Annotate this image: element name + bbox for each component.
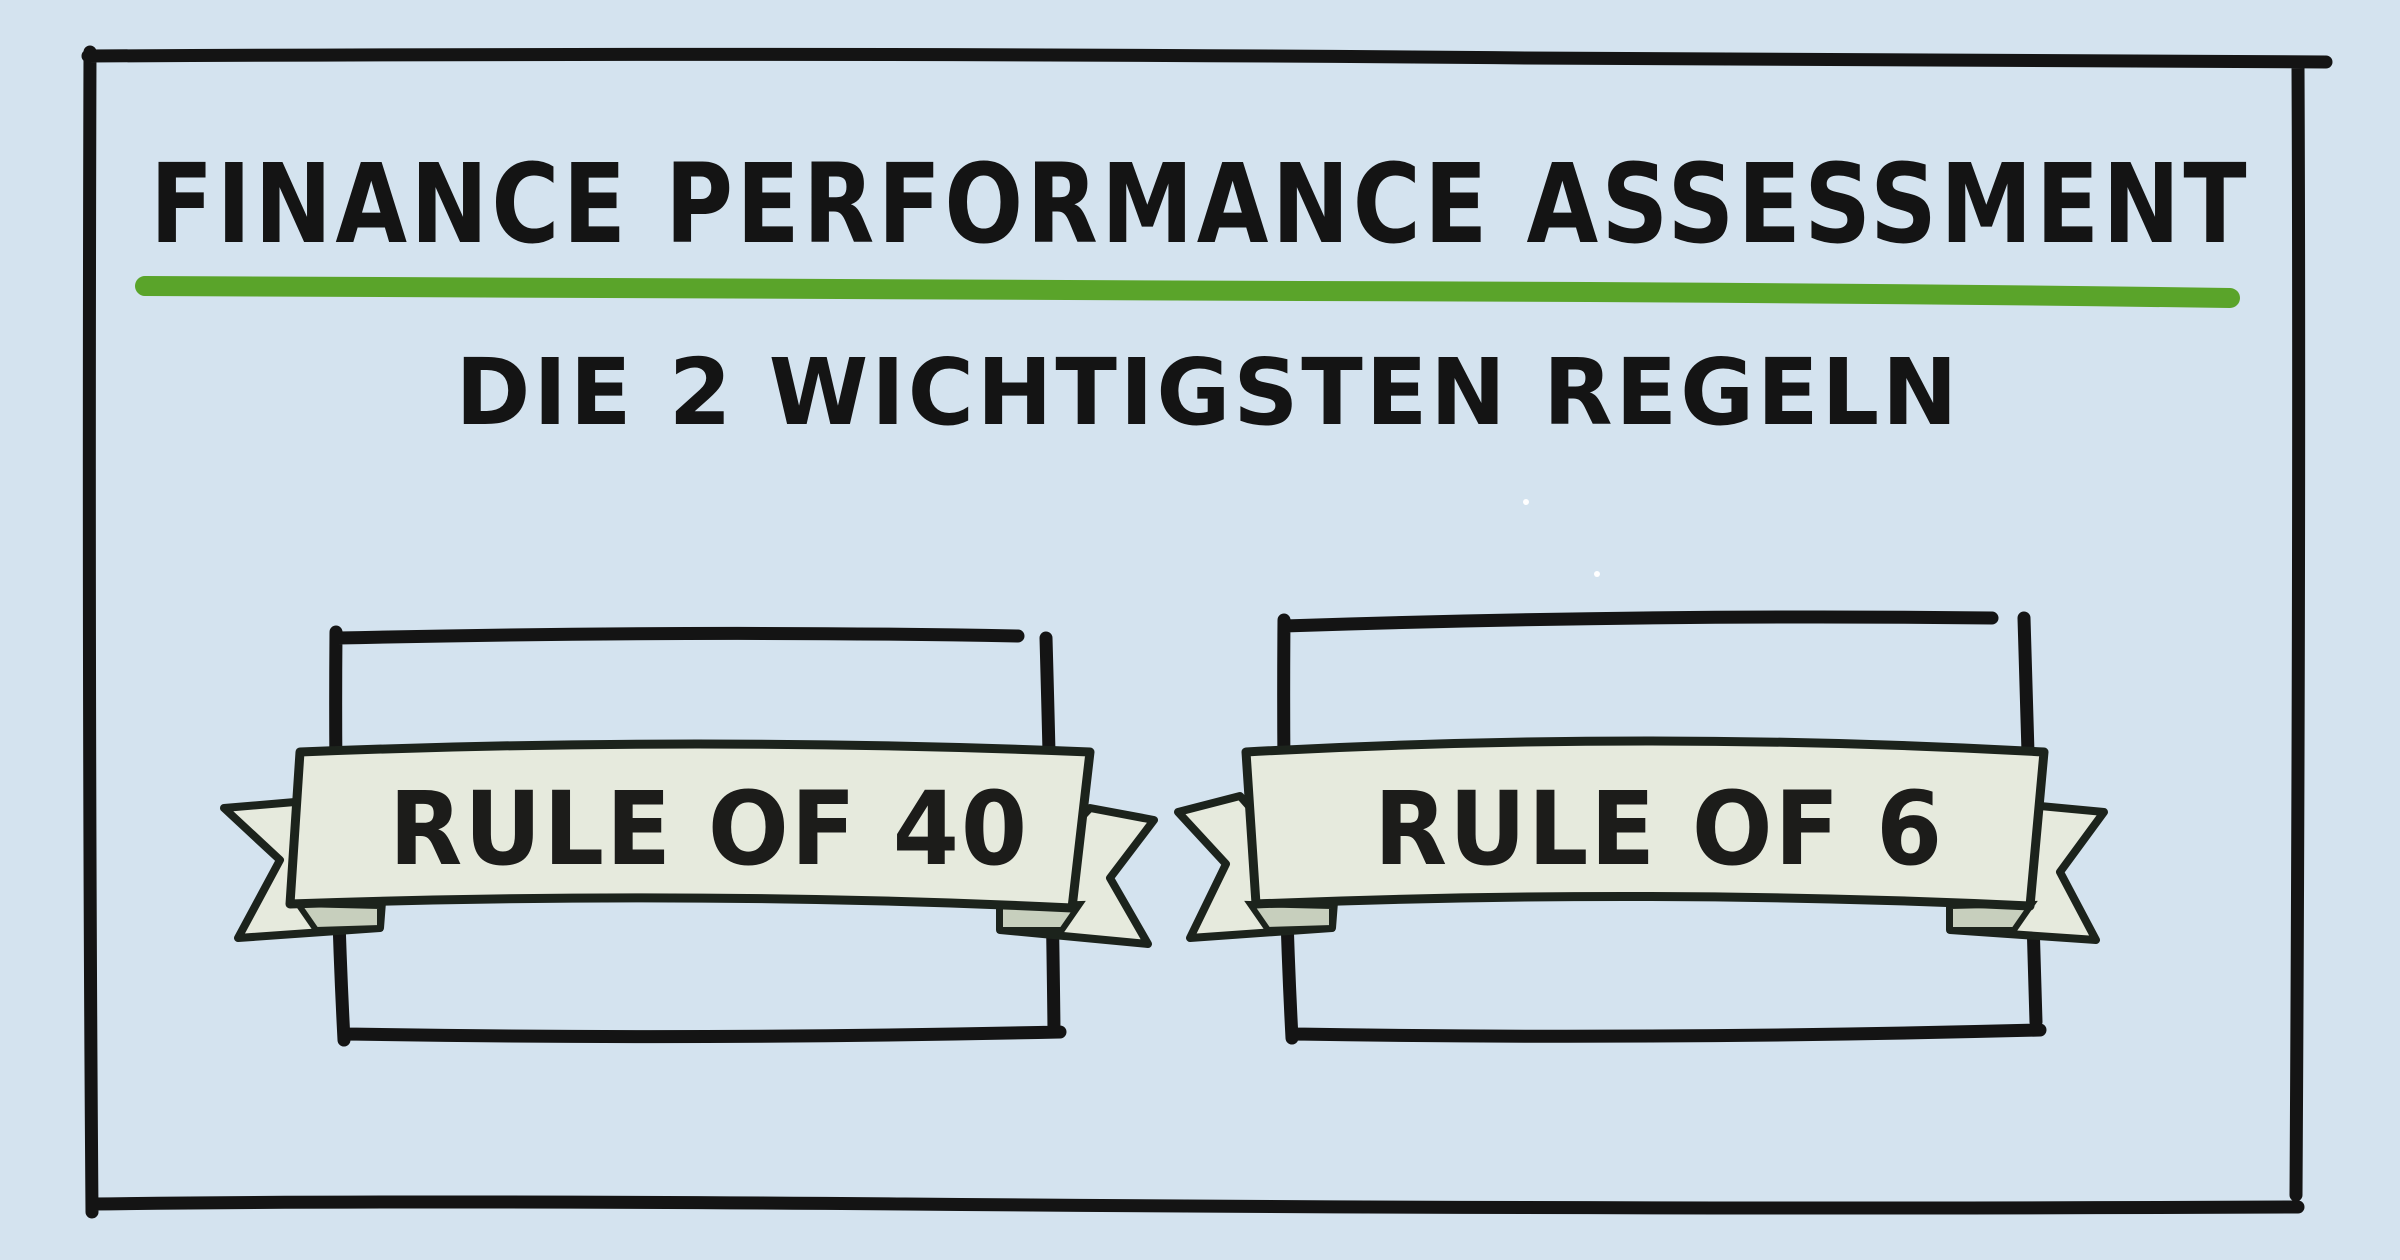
title-underline xyxy=(135,276,2240,308)
rule-label: RULE OF 40 xyxy=(389,770,1029,889)
paper-speck xyxy=(1594,571,1600,577)
outer-frame xyxy=(81,45,2333,1219)
ribbon-fold xyxy=(292,900,383,934)
page-title: FINANCE PERFORMANCE ASSESSMENT xyxy=(150,140,2250,268)
page-subtitle: DIE 2 WICHTIGSTEN REGELN xyxy=(456,339,1961,446)
rule-label: RULE OF 6 xyxy=(1374,770,1944,889)
paper-speck xyxy=(1523,499,1529,505)
rule-card-40: RULE OF 40 xyxy=(220,625,1158,1047)
ribbon-band xyxy=(285,739,1095,913)
ribbon-band xyxy=(1241,736,2049,911)
rule-card-6: RULE OF 6 xyxy=(1174,610,2108,1045)
